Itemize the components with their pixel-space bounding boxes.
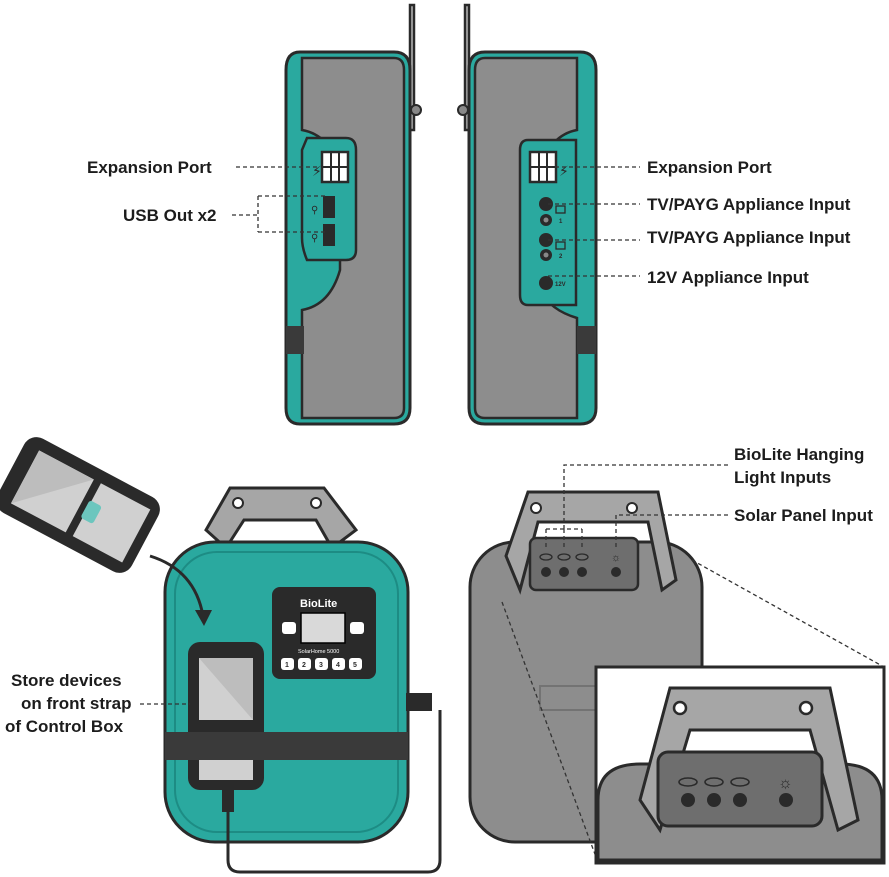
phone-illustration (0, 437, 160, 573)
label-store-line-1: Store devices (11, 671, 122, 690)
label-tv-input-1: TV/PAYG Appliance Input (647, 195, 851, 214)
button-2[interactable]: 2 (302, 662, 306, 669)
button-5[interactable]: 5 (353, 662, 357, 669)
number-buttons: 1 2 3 4 5 (281, 658, 362, 670)
button-4[interactable]: 4 (336, 662, 340, 669)
label-usb-out: USB Out x2 (123, 206, 217, 225)
svg-text:☼: ☼ (778, 775, 793, 792)
label-hanging-light-1: BioLite Hanging (734, 445, 864, 464)
label-hanging-light-2: Light Inputs (734, 468, 831, 487)
label-left-expansion-port: Expansion Port (87, 158, 212, 177)
svg-text:⚡: ⚡ (559, 163, 569, 179)
svg-text:⚲: ⚲ (311, 205, 318, 216)
label-store-line-2: on front strap (21, 694, 132, 713)
label-12v-input: 12V Appliance Input (647, 268, 809, 287)
button-3[interactable]: 3 (319, 662, 323, 669)
label-store-line-3: of Control Box (5, 717, 124, 736)
left-side-view: ⚡ ⚲ ⚲ (284, 3, 422, 426)
port-2-label: 2 (559, 254, 563, 260)
port-12v-label: 12V (555, 282, 566, 288)
front-view: BioLite SolarHome 5000 1 2 3 4 5 (163, 486, 442, 874)
label-tv-input-2: TV/PAYG Appliance Input (647, 228, 851, 247)
svg-text:⚲: ⚲ (311, 233, 318, 244)
label-right-expansion-port: Expansion Port (647, 158, 772, 177)
svg-text:☼: ☼ (611, 552, 621, 564)
brand-logo: BioLite (300, 598, 337, 610)
svg-text:⚡: ⚡ (312, 163, 322, 179)
right-side-view: ⚡ 1 2 12V (457, 3, 598, 426)
label-solar-panel: Solar Panel Input (734, 506, 873, 525)
model-name: SolarHome 5000 (298, 649, 339, 655)
zoom-inset: ☼ (594, 665, 886, 865)
port-1-label: 1 (559, 219, 563, 225)
button-1[interactable]: 1 (285, 662, 289, 669)
